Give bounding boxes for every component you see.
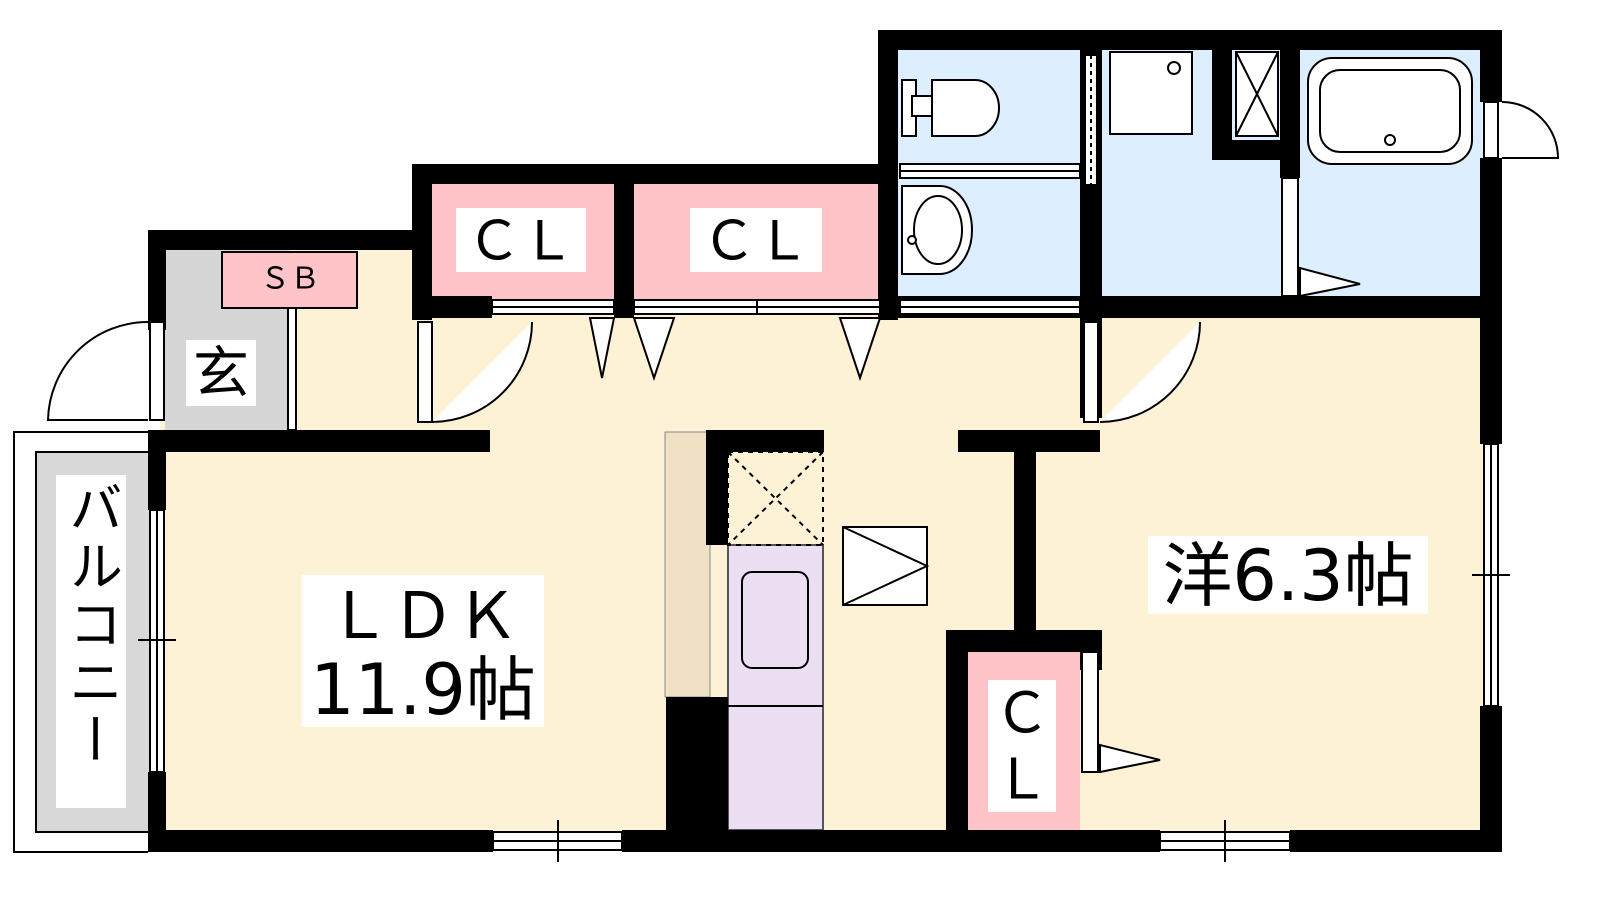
- closet-small-label-top: Ｃ: [994, 682, 1050, 747]
- labels: ＣＬ ＣＬ ＳＢ 玄 ＬＤＫ 11.9帖 洋6.3帖 Ｃ Ｌ バルコニー: [60, 210, 1414, 813]
- wall: [412, 164, 898, 184]
- wall: [1212, 140, 1298, 160]
- stove-icon: [741, 571, 809, 669]
- doors: [46, 101, 1560, 423]
- wall: [148, 230, 166, 330]
- walls: [148, 30, 1502, 852]
- windows: [138, 443, 1510, 862]
- washing-machine-icon: [1109, 51, 1193, 135]
- wall: [1480, 30, 1502, 102]
- wall: [946, 630, 968, 840]
- wall: [666, 697, 728, 840]
- front-door: [46, 321, 149, 421]
- wall: [1280, 48, 1300, 178]
- shaft-icon: [1235, 51, 1279, 137]
- closet-label: ＣＬ: [467, 210, 575, 273]
- stairs-icon: [842, 526, 930, 606]
- sliding-doors: [287, 54, 1361, 774]
- counter-floor: [664, 431, 711, 698]
- balcony-door: [1501, 101, 1560, 159]
- entrance-label: 玄: [193, 342, 249, 407]
- wall: [412, 296, 492, 318]
- wall: [706, 430, 824, 452]
- ldk-name-label: ＬＤＫ: [327, 580, 519, 654]
- wall: [1212, 48, 1232, 158]
- balcony-rail: [13, 431, 148, 853]
- wall: [1014, 430, 1036, 650]
- ldk-size-label: 11.9帖: [310, 649, 536, 731]
- fixtures: [727, 51, 1473, 707]
- wall: [1480, 706, 1502, 852]
- wall: [148, 772, 166, 852]
- wall: [878, 30, 1502, 50]
- balcony-label: バルコニー: [60, 480, 123, 770]
- shoe-box-floor: [221, 251, 358, 309]
- wall: [412, 164, 432, 250]
- wall: [148, 830, 493, 852]
- wall: [946, 630, 1100, 652]
- wall: [1290, 830, 1502, 852]
- closet-label: ＣＬ: [702, 210, 810, 273]
- wall: [148, 230, 418, 250]
- wall: [148, 430, 490, 452]
- hall-door: [431, 321, 533, 423]
- wall: [622, 830, 1160, 852]
- wall: [1080, 296, 1502, 318]
- wall: [706, 430, 728, 545]
- wall: [614, 182, 634, 318]
- room-door: [1099, 321, 1201, 423]
- refrigerator-space-icon: [727, 451, 824, 546]
- wall: [878, 30, 898, 320]
- label-backgrounds: [56, 208, 1428, 812]
- closet-small-label-bottom: Ｌ: [994, 748, 1050, 813]
- washbasin-icon: [901, 185, 973, 275]
- bathtub-icon: [1307, 57, 1473, 165]
- shoe-box-label: ＳＢ: [260, 262, 320, 297]
- western-room-label: 洋6.3帖: [1162, 535, 1413, 617]
- toilet-icon: [901, 79, 1000, 137]
